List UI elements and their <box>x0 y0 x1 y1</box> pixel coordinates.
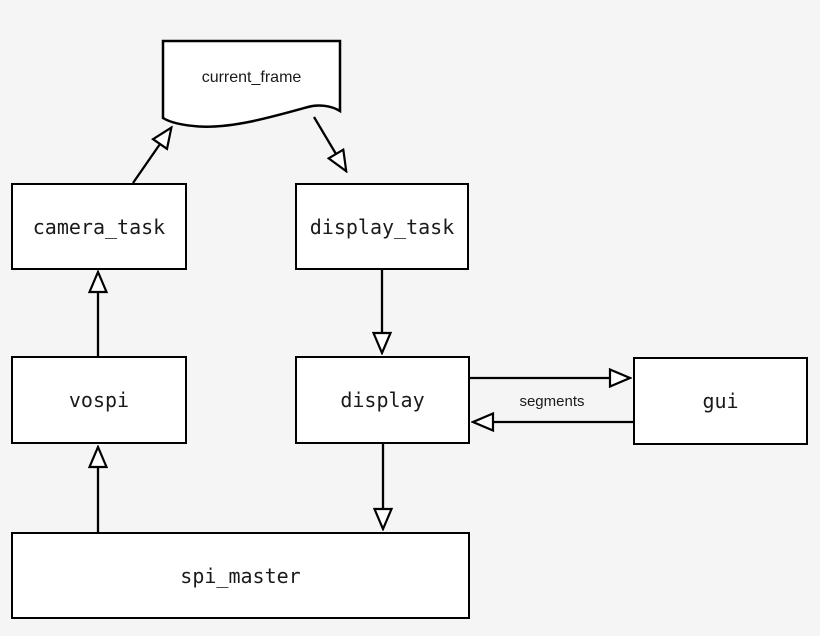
node-vospi: vospi <box>11 356 187 444</box>
node-gui: gui <box>633 357 808 445</box>
edge-label-segments: segments <box>519 393 585 410</box>
node-display: display <box>295 356 470 444</box>
node-spi-master: spi_master <box>11 532 470 619</box>
node-camera-task: camera_task <box>11 183 187 270</box>
edge-current-frame-to-display-task <box>313 116 336 154</box>
edge-camera-task-to-current-frame <box>132 144 160 184</box>
node-current-frame: current_frame <box>201 69 302 86</box>
node-shape-current-frame <box>161 39 342 128</box>
node-display-task: display_task <box>295 183 469 270</box>
